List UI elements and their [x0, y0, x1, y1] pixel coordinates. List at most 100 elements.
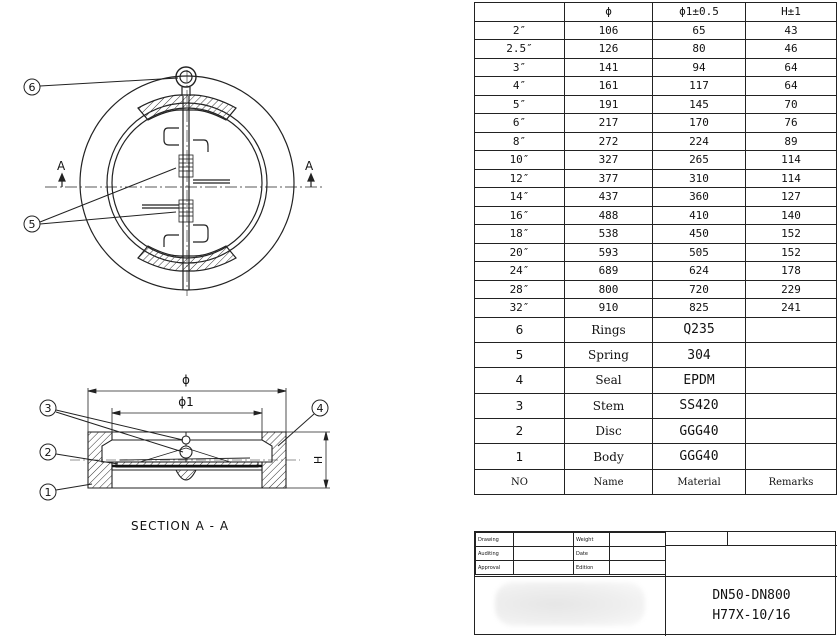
dim-cell: 437 [564, 187, 653, 207]
part-cell [745, 341, 837, 369]
front-view [45, 66, 325, 296]
dim-cell: 825 [652, 298, 746, 318]
part-cell: 3 [474, 392, 565, 420]
drawing-label: Drawing [475, 532, 514, 547]
dim-header-cell: H±1 [745, 2, 837, 22]
dim-cell: 410 [652, 205, 746, 225]
dim-cell: 24″ [474, 261, 565, 281]
weight-label: Weight [573, 532, 610, 547]
dim-cell: 76 [745, 113, 837, 133]
part-cell: 6 [474, 316, 565, 343]
part-cell: 1 [474, 443, 565, 470]
approval-label: Approval [475, 560, 514, 575]
dim-cell: 241 [745, 298, 837, 318]
part-cell: Spring [564, 341, 653, 369]
dim-cell: 272 [564, 131, 653, 151]
tb-blank [609, 532, 666, 547]
section-mark-right: A [305, 159, 314, 173]
dim-cell: 14″ [474, 187, 565, 207]
section-mark-left: A [57, 159, 66, 173]
dim-cell: 12″ [474, 168, 565, 188]
tb-blank [513, 560, 574, 575]
dim-cell: 910 [564, 298, 653, 318]
dim-cell: 327 [564, 150, 653, 170]
dim-cell: 46 [745, 39, 837, 59]
dim-cell: 64 [745, 57, 837, 77]
dim-cell: 224 [652, 131, 746, 151]
dim-cell: 4″ [474, 76, 565, 96]
dim-cell: 152 [745, 242, 837, 262]
balloon-3: 3 [45, 402, 52, 415]
balloon-1: 1 [45, 486, 52, 499]
dim-cell: 20″ [474, 242, 565, 262]
tb-blank [513, 546, 574, 561]
dim-cell: 689 [564, 261, 653, 281]
dim-cell: 127 [745, 187, 837, 207]
part-cell: Seal [564, 367, 653, 394]
model-label: DN50-DN800 H77X-10/16 [665, 576, 837, 636]
tb-blank [609, 560, 666, 575]
dim-cell: 6″ [474, 113, 565, 133]
dim-cell: 310 [652, 168, 746, 188]
dim-cell: 178 [745, 261, 837, 281]
dim-cell: 89 [745, 131, 837, 151]
part-cell [745, 418, 837, 445]
dim-cell: 16″ [474, 205, 565, 225]
dim-cell: 43 [745, 20, 837, 40]
part-cell: Rings [564, 316, 653, 343]
dim-cell: 145 [652, 94, 746, 114]
part-cell: Stem [564, 392, 653, 420]
dim-cell: 2.5″ [474, 39, 565, 59]
section-view [70, 431, 300, 489]
model-range: DN50-DN800 [712, 588, 791, 603]
section-caption: SECTION A - A [131, 519, 229, 533]
part-cell: 4 [474, 367, 565, 394]
model-code: H77X-10/16 [712, 608, 791, 623]
dim-cell: 70 [745, 94, 837, 114]
dim-cell: 152 [745, 224, 837, 244]
dim-cell: 117 [652, 76, 746, 96]
parts-header-cell: Material [652, 468, 746, 496]
dim-header-cell [474, 2, 565, 22]
parts-header-cell: Remarks [745, 468, 837, 496]
dim-cell: 80 [652, 39, 746, 59]
title-block-top-right [665, 532, 837, 546]
part-cell [745, 316, 837, 343]
dim-cell: 170 [652, 113, 746, 133]
dim-cell: 28″ [474, 279, 565, 299]
edition-label: Edition [573, 560, 610, 575]
dim-cell: 64 [745, 76, 837, 96]
dim-phi-label: ϕ [182, 373, 190, 387]
tb-blank [513, 532, 574, 547]
dim-cell: 505 [652, 242, 746, 262]
dim-cell: 140 [745, 205, 837, 225]
balloon-5: 5 [29, 218, 36, 231]
dim-cell: 538 [564, 224, 653, 244]
part-cell: 5 [474, 341, 565, 369]
dim-cell: 32″ [474, 298, 565, 318]
part-cell: 2 [474, 418, 565, 445]
company-logo [495, 582, 645, 626]
dim-cell: 229 [745, 279, 837, 299]
part-cell [745, 367, 837, 394]
dim-cell: 10″ [474, 150, 565, 170]
dim-cell: 5″ [474, 94, 565, 114]
part-cell: GGG40 [652, 443, 746, 470]
dim-phi1-label: ϕ1 [178, 395, 194, 409]
